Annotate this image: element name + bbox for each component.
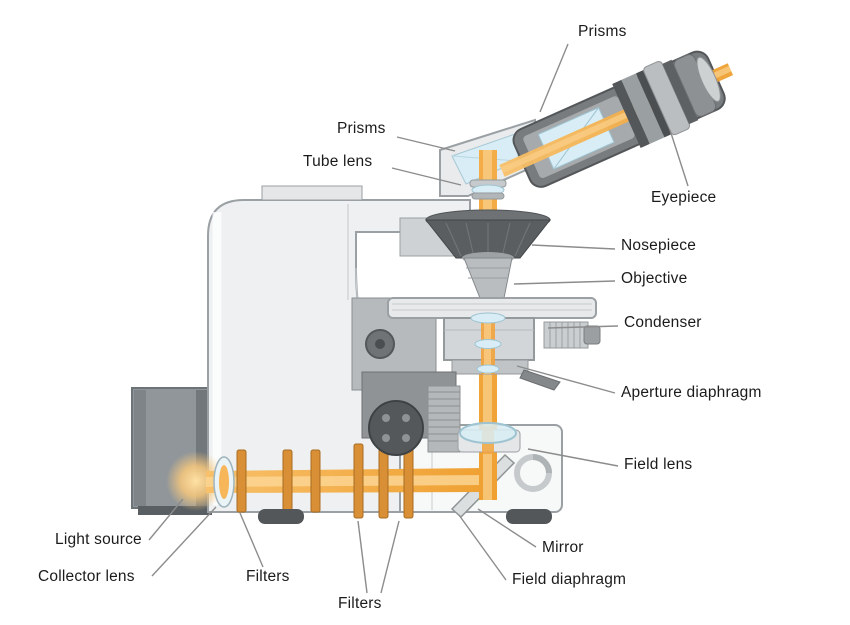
label-field-lens: Field lens xyxy=(624,456,693,473)
feet xyxy=(258,509,552,524)
label-collector-lens: Collector lens xyxy=(38,568,135,585)
label-objective: Objective xyxy=(621,270,688,287)
light-source-glow xyxy=(166,451,226,511)
label-filters-left: Filters xyxy=(246,568,290,585)
label-condenser: Condenser xyxy=(624,314,702,331)
label-mirror: Mirror xyxy=(542,539,584,556)
leader-mirror xyxy=(477,508,537,548)
nosepiece-art xyxy=(399,209,552,259)
leader-collector-lens xyxy=(151,506,217,577)
collector-lens-art xyxy=(213,456,235,508)
label-tube-lens: Tube lens xyxy=(303,153,373,170)
leader-field-diaphragm xyxy=(458,514,507,581)
label-filters-bottom: Filters xyxy=(338,595,382,612)
label-prisms-head: Prisms xyxy=(337,120,386,137)
leader-prisms-head xyxy=(396,136,456,152)
leader-tube-lens xyxy=(391,167,462,186)
label-field-diaphragm: Field diaphragm xyxy=(512,571,627,588)
leader-objective xyxy=(513,280,616,285)
leader-eyepiece xyxy=(669,129,689,187)
label-aperture-diaphragm: Aperture diaphragm xyxy=(621,384,762,401)
leader-condenser xyxy=(547,325,619,329)
label-nosepiece: Nosepiece xyxy=(621,237,697,254)
leader-nosepiece xyxy=(531,244,616,250)
eyepiece-tube xyxy=(499,50,734,188)
leader-light-source xyxy=(148,498,184,541)
tube-lens-art xyxy=(469,179,507,200)
filters-art xyxy=(236,443,414,519)
leader-aperture xyxy=(516,365,616,394)
leader-prisms-top xyxy=(539,43,569,113)
label-light-source: Light source xyxy=(55,531,142,548)
condenser-art xyxy=(351,297,601,456)
label-prisms-top: Prisms xyxy=(578,23,627,40)
leader-filters-left xyxy=(239,512,264,568)
leader-filters-bottom-b xyxy=(380,520,400,594)
leader-filters-bottom-a xyxy=(357,520,368,594)
field-lens-art xyxy=(457,422,521,454)
label-eyepiece: Eyepiece xyxy=(651,189,717,206)
leader-field-lens xyxy=(527,448,619,467)
illumination-beam xyxy=(166,451,486,511)
eyepiece-rings xyxy=(612,54,721,148)
leader-lines xyxy=(148,43,689,594)
